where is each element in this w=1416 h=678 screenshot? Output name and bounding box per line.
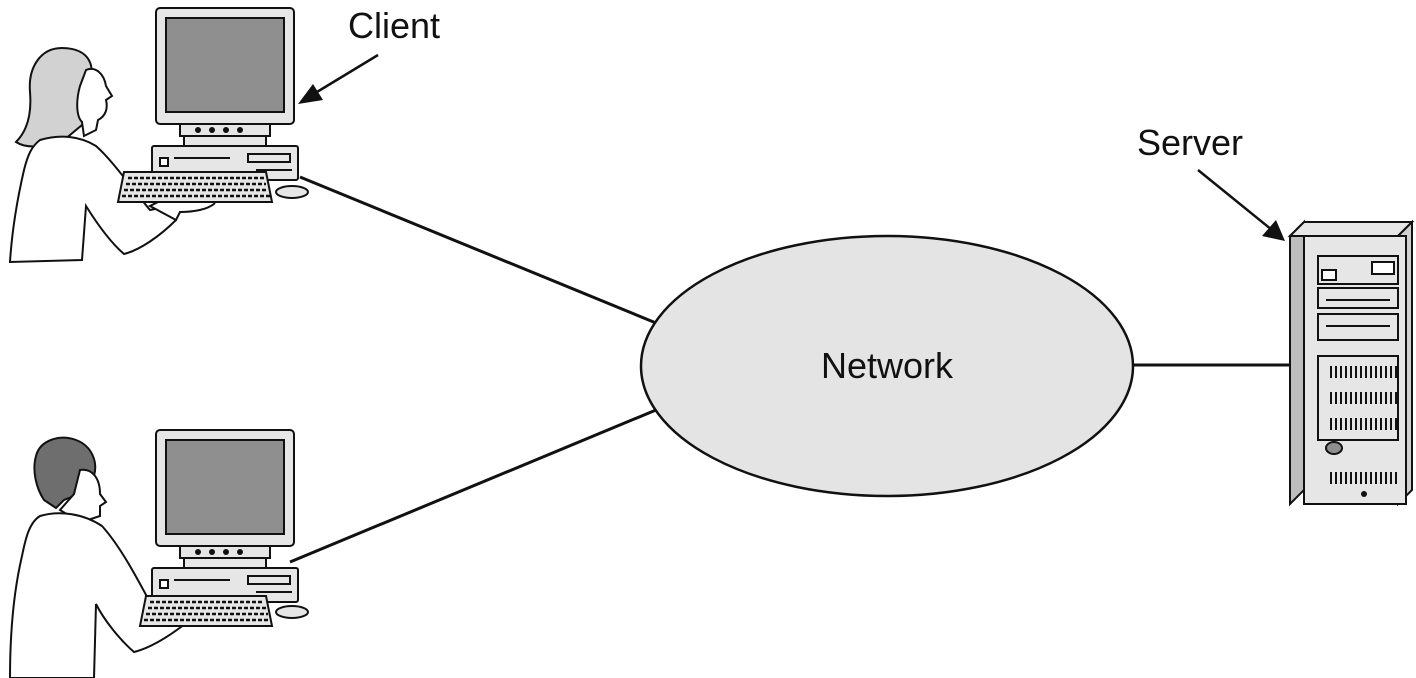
client-arrow-shaft xyxy=(311,53,379,97)
desktop-computer-icon xyxy=(116,7,309,203)
client-workstation-1 xyxy=(8,7,309,264)
server-node xyxy=(1287,219,1415,507)
man-user-icon xyxy=(8,436,218,678)
network-cloud-icon xyxy=(639,234,1135,498)
network-node: Network xyxy=(639,234,1135,498)
client-arrow-head xyxy=(298,84,323,104)
desktop-computer-icon xyxy=(138,429,309,627)
link-client1-network xyxy=(299,175,657,325)
tower-server-icon xyxy=(1287,219,1415,507)
server-arrow-shaft xyxy=(1197,169,1273,231)
server-callout: Server xyxy=(1137,122,1285,241)
woman-user-icon xyxy=(8,46,217,264)
connection-lines xyxy=(289,175,1290,564)
server-label: Server xyxy=(1137,122,1243,163)
server-arrow-head xyxy=(1262,220,1285,241)
link-client2-network xyxy=(289,408,657,564)
network-label: Network xyxy=(821,345,954,386)
client-label: Client xyxy=(348,5,440,46)
server-vents xyxy=(1330,366,1398,484)
client-workstation-2 xyxy=(8,429,309,678)
client-callout: Client xyxy=(298,5,440,104)
